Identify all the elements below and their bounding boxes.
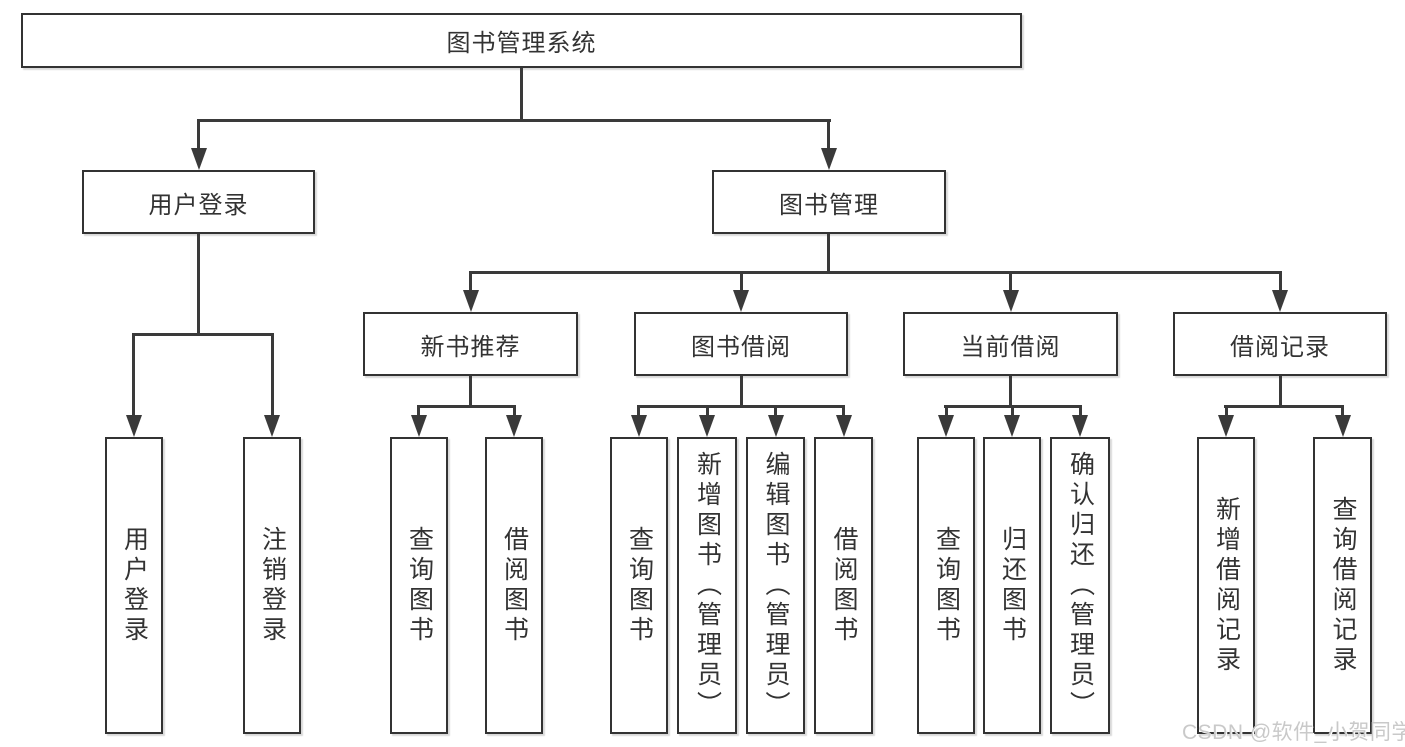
connector-line (132, 333, 135, 418)
leaf-label: 归还图书 (998, 525, 1027, 646)
connector-line (740, 376, 743, 408)
node-label: 新书推荐 (420, 333, 521, 361)
arrowhead-down-icon (264, 415, 280, 437)
connector-line (197, 234, 200, 336)
leaf-label: 查询图书 (932, 525, 961, 646)
connector-line (1011, 405, 1014, 419)
leaf-label: 编辑图书（管理员） (762, 450, 790, 721)
connector-line (945, 405, 948, 419)
connector-line (520, 68, 523, 119)
arrowhead-down-icon (1218, 415, 1234, 437)
connector-line (827, 119, 830, 150)
node-user-login: 用户登录 (82, 170, 315, 234)
arrowhead-down-icon (463, 290, 479, 312)
arrowhead-down-icon (506, 415, 522, 437)
leaf-bb-add-book-admin: 新增图书（管理员） (677, 437, 737, 734)
connector-line (740, 271, 743, 293)
node-book-borrowing: 图书借阅 (634, 312, 848, 376)
leaf-label: 注销登录 (258, 525, 287, 646)
leaf-br-query-record: 查询借阅记录 (1313, 437, 1372, 734)
node-label: 图书管理 (779, 191, 879, 219)
arrowhead-down-icon (1072, 415, 1088, 437)
leaf-cb-query-books: 查询图书 (917, 437, 975, 734)
connector-line (271, 333, 274, 418)
leaf-label: 查询图书 (625, 525, 654, 646)
leaf-nbr-query-books: 查询图书 (390, 437, 448, 734)
leaf-nbr-borrow-books: 借阅图书 (485, 437, 543, 734)
arrowhead-down-icon (191, 148, 207, 170)
arrowhead-down-icon (938, 415, 954, 437)
leaf-cb-return-books: 归还图书 (983, 437, 1041, 734)
node-borrowing-records: 借阅记录 (1173, 312, 1387, 376)
arrowhead-down-icon (821, 148, 837, 170)
connector-line (842, 405, 845, 419)
arrowhead-down-icon (126, 415, 142, 437)
leaf-bb-borrow-books: 借阅图书 (814, 437, 873, 734)
connector-line (637, 405, 845, 408)
connector-line (469, 271, 472, 293)
node-label: 当前借阅 (960, 333, 1061, 361)
connector-line (1009, 271, 1012, 293)
connector-line (706, 405, 709, 419)
arrowhead-down-icon (1335, 415, 1351, 437)
leaf-label: 用户登录 (120, 525, 149, 646)
leaf-cb-confirm-return-admin: 确认归还（管理员） (1050, 437, 1110, 734)
connector-line (1224, 405, 1344, 408)
connector-line (774, 405, 777, 419)
arrowhead-down-icon (699, 415, 715, 437)
connector-line (827, 234, 830, 274)
connector-line (1225, 405, 1228, 419)
connector-line (417, 405, 420, 419)
arrowhead-down-icon (1004, 415, 1020, 437)
connector-line (1009, 376, 1012, 408)
arrowhead-down-icon (1272, 290, 1288, 312)
arrowhead-down-icon (768, 415, 784, 437)
connector-line (469, 376, 472, 408)
node-book-management: 图书管理 (712, 170, 946, 234)
leaf-label: 确认归还（管理员） (1066, 450, 1095, 721)
leaf-br-add-record: 新增借阅记录 (1197, 437, 1255, 734)
leaf-user-login: 用户登录 (105, 437, 163, 734)
connector-line (1079, 405, 1082, 419)
leaf-label: 借阅图书 (830, 525, 858, 646)
leaf-label: 借阅图书 (500, 525, 529, 646)
connector-line (197, 119, 200, 150)
connector-line (513, 405, 516, 419)
node-library-management-system: 图书管理系统 (21, 13, 1022, 68)
connector-line (417, 405, 516, 408)
arrowhead-down-icon (836, 415, 852, 437)
leaf-label: 查询图书 (405, 525, 434, 646)
leaf-bb-edit-book-admin: 编辑图书（管理员） (746, 437, 805, 734)
connector-line (637, 405, 640, 419)
arrowhead-down-icon (411, 415, 427, 437)
connector-line (469, 271, 1282, 274)
node-label: 图书管理系统 (446, 30, 597, 57)
leaf-bb-query-books: 查询图书 (610, 437, 668, 734)
node-new-book-recommend: 新书推荐 (363, 312, 578, 376)
leaf-label: 新增借阅记录 (1212, 495, 1241, 676)
node-label: 借阅记录 (1230, 333, 1330, 361)
arrowhead-down-icon (631, 415, 647, 437)
node-label: 图书借阅 (691, 333, 791, 361)
leaf-label: 新增图书（管理员） (693, 450, 722, 721)
csdn-watermark: CSDN @软件_小贺同学 (1182, 721, 1405, 744)
connector-line (1279, 376, 1282, 408)
arrowhead-down-icon (1003, 290, 1019, 312)
arrowhead-down-icon (733, 290, 749, 312)
connector-line (1341, 405, 1344, 419)
node-label: 用户登录 (148, 191, 249, 219)
connector-line (133, 333, 274, 336)
connector-line (198, 119, 831, 122)
node-current-borrowing: 当前借阅 (903, 312, 1118, 376)
leaf-logout: 注销登录 (243, 437, 301, 734)
connector-line (1279, 271, 1282, 293)
leaf-label: 查询借阅记录 (1329, 495, 1357, 676)
